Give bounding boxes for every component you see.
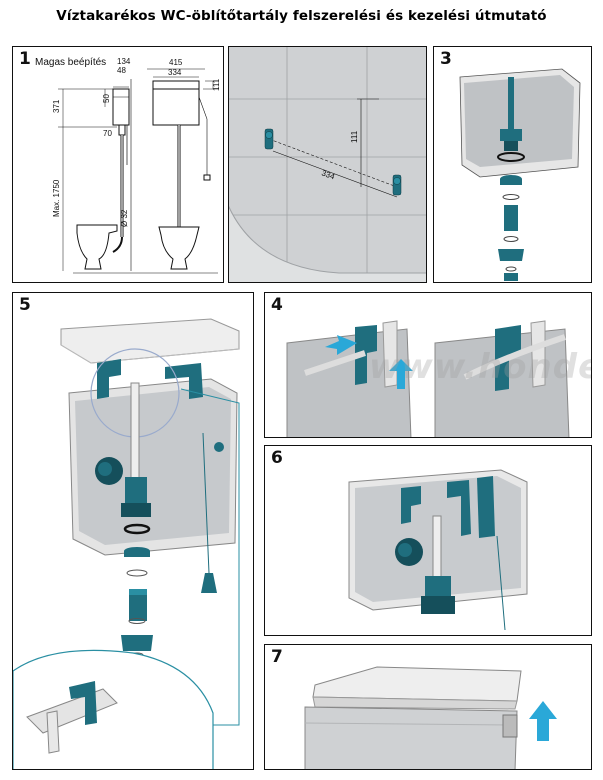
dim-diameter-32: Ø 32 [120, 209, 129, 227]
panel-number: 3 [440, 49, 452, 69]
panel-7-lid-install: 7 [264, 644, 592, 770]
up-arrow-icon [389, 359, 413, 389]
panel-number: 1 [19, 49, 31, 69]
dim-70: 70 [103, 129, 112, 138]
dim-371: 371 [52, 99, 61, 113]
dim-334: 334 [320, 168, 336, 181]
page-title: Víztakarékos WC-öblítőtartály felszerelé… [56, 8, 547, 24]
assembled-cistern-diagram [348, 469, 528, 631]
dim-111: 111 [350, 130, 359, 143]
panel-6-assembled-cistern: 6 [264, 445, 592, 636]
dim-134: 134 [117, 57, 131, 66]
push-arrow-icon [325, 335, 357, 355]
dim-334: 334 [168, 68, 182, 77]
exploded-valve-diagram [459, 68, 581, 281]
cistern-exploded-diagram [13, 318, 240, 769]
dim-48: 48 [117, 66, 126, 75]
wall-anchor-left [264, 128, 274, 150]
wall-anchor-right [392, 174, 402, 196]
panel-5-cistern-exploded-view: 5 [12, 292, 254, 770]
panel-2-wall-mounting: 2 111 334 [228, 46, 427, 283]
dim-50: 50 [102, 94, 111, 103]
dim-415: 415 [169, 58, 183, 67]
lift-up-arrow-icon [529, 701, 557, 741]
dim-max-1750: Max. 1750 [52, 179, 61, 217]
dim-111: 111 [212, 78, 221, 91]
panel-number: 4 [271, 295, 283, 315]
panel-number: 7 [271, 647, 283, 667]
panel-number: 6 [271, 448, 283, 468]
panel-number: 5 [19, 295, 31, 315]
bracket-attach-diagram [286, 320, 570, 437]
lid-install-diagram [304, 666, 557, 769]
watermark-text: www.hondepo.hu [369, 347, 591, 387]
installation-type-label: Magas beépítés [35, 57, 107, 68]
panel-4-bracket-attach: 4 www.hondepo.hu [264, 292, 592, 438]
wall-bracket-diagram: 111 334 [229, 47, 426, 282]
panel-3-flush-valve-assembly: 3 [433, 46, 592, 283]
high-installation-diagram: 134 48 50 371 70 Max. 1750 Ø 32 415 334 … [52, 57, 221, 274]
panel-1-high-installation: 1 Magas beépítés 134 48 50 371 70 [12, 46, 224, 283]
